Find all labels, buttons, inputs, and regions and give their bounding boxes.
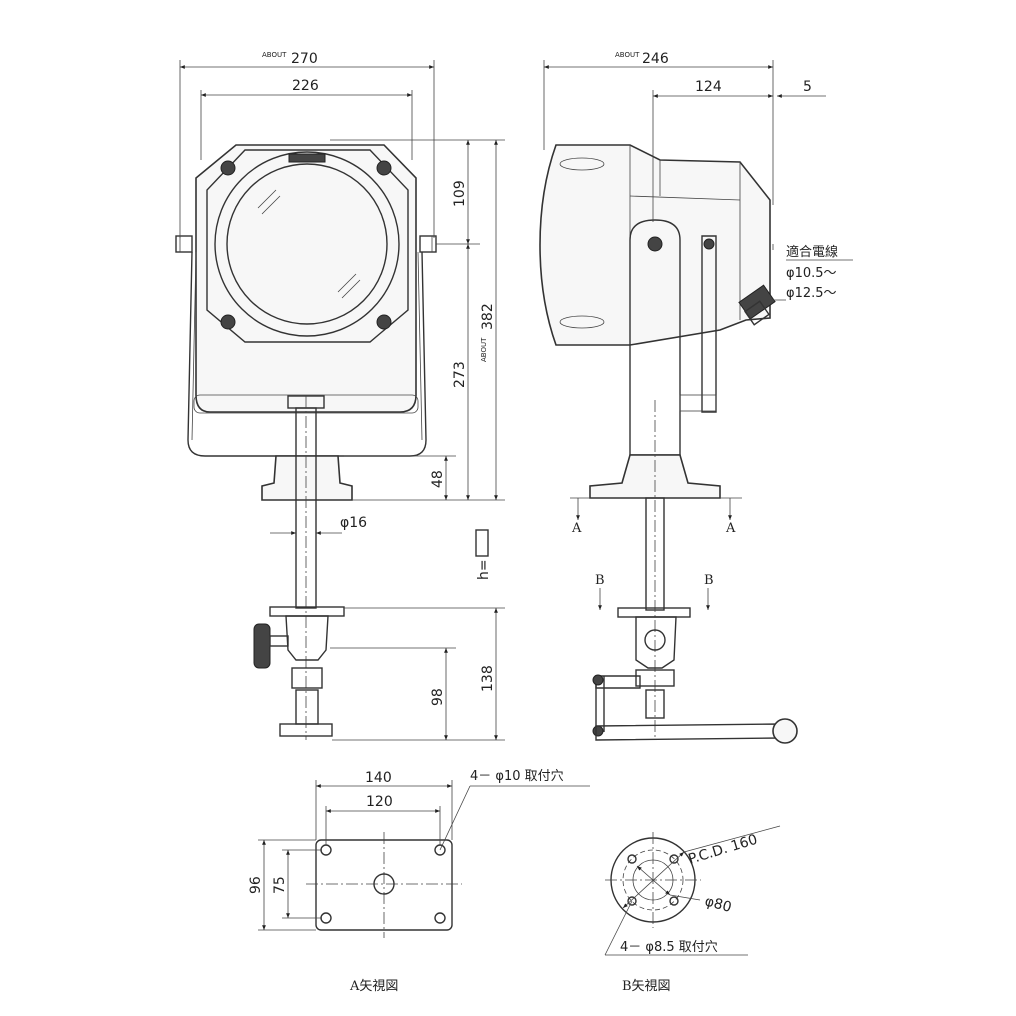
front-lens-inner bbox=[226, 163, 388, 325]
dim-96: 96 bbox=[248, 876, 264, 894]
side-lever bbox=[592, 674, 798, 744]
dim-140: 140 bbox=[365, 770, 392, 786]
dim-270: 270 bbox=[291, 51, 318, 67]
cable-range-1: φ10.5～ bbox=[786, 266, 837, 281]
view-b: P.C.D. 160 φ80 4－ φ8.5 取付穴 B矢視図 bbox=[604, 825, 781, 994]
dim-382: 382 bbox=[480, 303, 496, 330]
view-a-dimensions bbox=[258, 780, 590, 931]
side-yoke-arm bbox=[701, 235, 717, 413]
dim-124: 124 bbox=[695, 79, 722, 95]
front-base bbox=[261, 455, 353, 501]
cable-title: 適合電線 bbox=[786, 244, 838, 260]
front-lens-outer bbox=[214, 151, 400, 337]
h-marker-box bbox=[475, 529, 489, 557]
dim-phi16: φ16 bbox=[340, 515, 367, 531]
section-b-right: B bbox=[704, 573, 714, 588]
cable-gland bbox=[738, 284, 776, 326]
dim-138: 138 bbox=[480, 665, 496, 692]
side-pivot bbox=[647, 236, 663, 252]
side-vent-bottom bbox=[559, 315, 605, 329]
front-knob bbox=[253, 623, 271, 669]
dim-226: 226 bbox=[292, 78, 319, 94]
front-dimensions bbox=[179, 60, 505, 741]
side-dimensions bbox=[543, 60, 853, 301]
dim-270-prefix: ABOUT bbox=[262, 51, 287, 59]
lens-glare-2 bbox=[337, 273, 361, 299]
view-a: 140 120 96 75 4－ φ10 取付穴 A矢視図 bbox=[248, 769, 590, 994]
dim-h: h= bbox=[476, 559, 492, 580]
front-lamp-housing bbox=[195, 144, 417, 413]
side-lower-fitting bbox=[635, 616, 677, 669]
nameplate bbox=[288, 153, 326, 163]
view-b-dimensions bbox=[604, 825, 781, 956]
front-lower-clamp bbox=[291, 667, 323, 689]
dim-382-prefix: ABOUT bbox=[480, 337, 488, 362]
view-a-holes-note: 4－ φ10 取付穴 bbox=[470, 769, 564, 784]
dim-5: 5 bbox=[803, 79, 812, 95]
dim-109: 109 bbox=[452, 180, 468, 207]
view-b-holes-note: 4－ φ8.5 取付穴 bbox=[620, 940, 718, 955]
cable-range-2: φ12.5～ bbox=[786, 286, 837, 301]
side-shaft bbox=[645, 497, 665, 611]
view-b-dia: φ80 bbox=[703, 893, 733, 915]
side-post bbox=[629, 219, 681, 456]
front-corner-bolts bbox=[220, 160, 392, 330]
side-view: A A B B ABOUT 246 124 5 適合電線 φ10.5～ φ12.… bbox=[539, 51, 853, 744]
dim-246-prefix: ABOUT bbox=[615, 51, 640, 59]
front-lower-bracket bbox=[279, 723, 333, 737]
dim-273: 273 bbox=[452, 361, 468, 388]
view-a-caption: A矢視図 bbox=[349, 979, 398, 994]
side-vent-top bbox=[559, 157, 605, 171]
view-b-pcd: P.C.D. 160 bbox=[686, 832, 759, 868]
lens-glare bbox=[257, 189, 281, 215]
section-markers bbox=[570, 497, 742, 610]
dim-98: 98 bbox=[430, 688, 446, 706]
section-b-left: B bbox=[595, 573, 605, 588]
dim-75: 75 bbox=[272, 876, 288, 894]
section-a-left: A bbox=[571, 521, 582, 536]
dim-48: 48 bbox=[430, 470, 446, 488]
view-a-center-hole bbox=[373, 873, 395, 895]
front-view: ABOUT 270 226 109 ABOUT 382 273 48 φ16 h… bbox=[175, 51, 505, 741]
dim-120: 120 bbox=[366, 794, 393, 810]
section-a-right: A bbox=[725, 521, 736, 536]
front-lower-fitting bbox=[285, 615, 329, 661]
dim-246: 246 bbox=[642, 51, 669, 67]
view-b-caption: B矢視図 bbox=[622, 979, 671, 994]
